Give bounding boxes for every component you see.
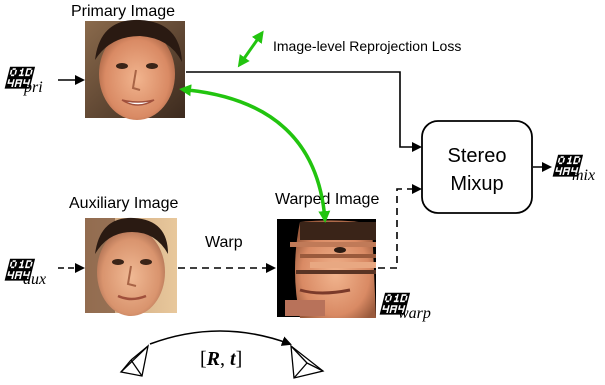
primary-face-photo-icon (85, 19, 185, 120)
i-mix-symbol: 𝒤 mix (552, 154, 595, 184)
i-aux-symbol: 𝒤 aux (4, 258, 46, 288)
pose-label: [R, t] (200, 348, 242, 370)
stereo-label: Stereo (448, 145, 507, 167)
svg-text:mix: mix (572, 167, 595, 184)
svg-text:aux: aux (23, 271, 46, 288)
warped-to-mixup-arrow (378, 184, 422, 269)
i-warp-symbol: 𝒤 warp (379, 292, 431, 322)
warped-face-photo-icon (277, 219, 376, 318)
auxiliary-image-label: Auxiliary Image (69, 195, 178, 212)
warp-label: Warp (205, 234, 243, 251)
camera-left-icon (119, 344, 150, 377)
primary-to-mixup-arrow (186, 71, 422, 152)
auxiliary-face-photo-icon (85, 217, 177, 316)
pose-arrow (149, 330, 292, 346)
loss-legend-arrow-icon (237, 30, 264, 68)
stereo-mixup-box: Stereo Mixup (421, 120, 533, 214)
mixup-label: Mixup (450, 173, 503, 195)
reprojection-loss-arrow (179, 84, 331, 223)
loss-legend-label: Image-level Reprojection Loss (273, 38, 461, 54)
i-pri-symbol: 𝒤 pri (4, 66, 43, 96)
warped-image-label: Warped Image (275, 191, 379, 208)
svg-text:warp: warp (398, 305, 431, 322)
camera-right-icon (290, 344, 325, 379)
svg-text:pri: pri (23, 79, 43, 96)
svg-text:[R, t]: [R, t] (200, 348, 242, 370)
primary-image-label: Primary Image (71, 3, 175, 20)
